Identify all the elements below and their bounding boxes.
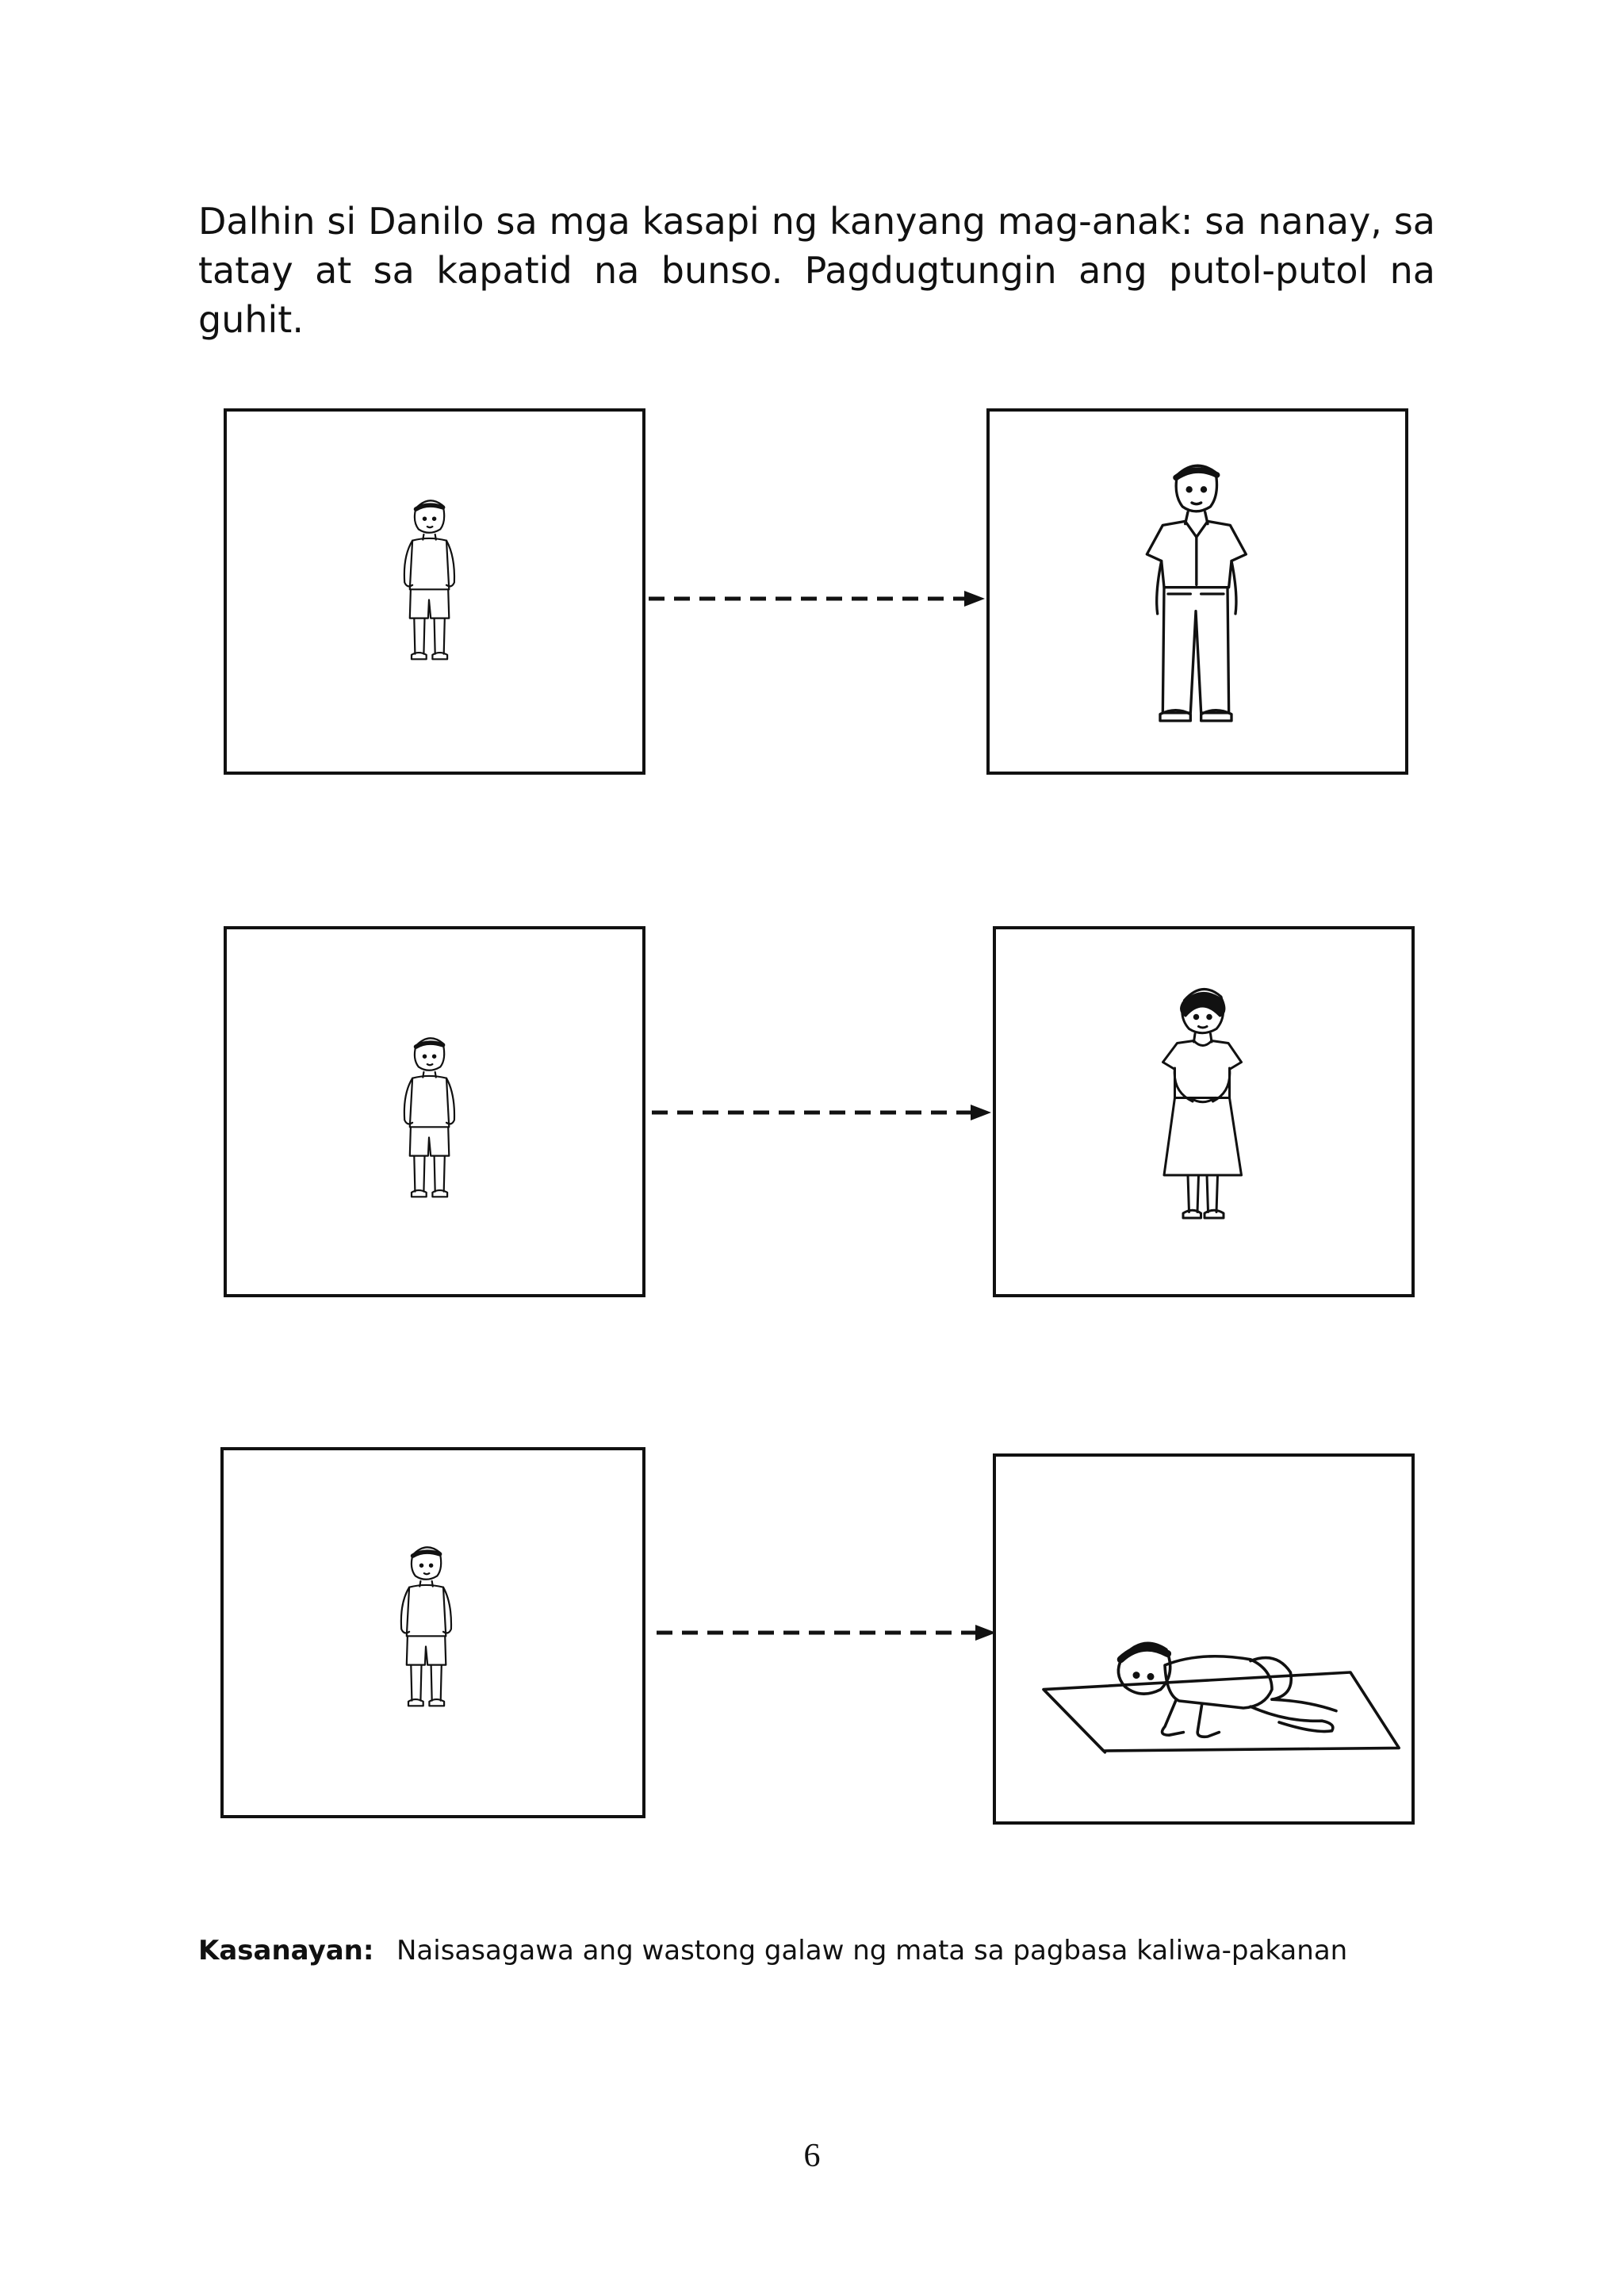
danilo-frame-3	[220, 1447, 645, 1818]
boy-danilo-icon	[224, 1450, 642, 1815]
instructions-text: Dalhin si Danilo sa mga kasapi ng kanyan…	[198, 200, 1435, 341]
page-number: 6	[803, 2138, 821, 2174]
mother-icon	[1161, 987, 1243, 1220]
danilo-frame-1	[224, 408, 645, 775]
father-icon	[990, 412, 1405, 772]
danilo-frame-2	[224, 926, 645, 1297]
boy-danilo-icon	[227, 412, 642, 772]
dashed-arrow-3[interactable]	[653, 1621, 999, 1645]
boy-danilo-icon	[227, 929, 642, 1294]
mother-frame	[993, 926, 1415, 1297]
skill-text: Naisasagawa ang wastong galaw ng mata sa…	[396, 1935, 1348, 1967]
skill-label: Kasanayan:	[198, 1935, 374, 1967]
father-frame	[986, 408, 1408, 775]
dashed-arrow-1[interactable]	[645, 587, 988, 611]
crawling-baby-icon	[996, 1457, 1411, 1821]
baby-frame	[993, 1453, 1415, 1825]
dashed-arrow-2[interactable]	[649, 1101, 994, 1124]
